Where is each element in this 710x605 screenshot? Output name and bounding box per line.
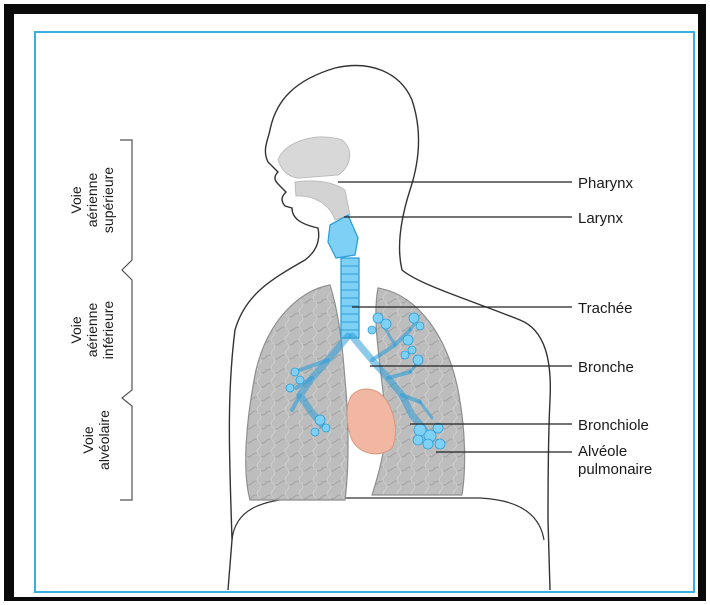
label-pharynx: Pharynx	[578, 175, 634, 192]
nasal-cavity	[278, 137, 350, 178]
section-superieure-line1: Voie	[68, 186, 84, 213]
section-superieure-line3: supérieure	[100, 167, 116, 233]
section-superieure: Voie aérienne supérieure	[68, 167, 116, 233]
section-inferieure-line3: inférieure	[100, 301, 116, 360]
larynx-shape	[328, 215, 358, 258]
section-inferieure-line2: aérienne	[84, 303, 100, 358]
label-bronchiole: Bronchiole	[578, 417, 649, 434]
section-superieure-line2: aérienne	[84, 173, 100, 228]
section-alveolaire: Voie alvéolaire	[80, 410, 112, 470]
label-alveole-line1: Alvéole	[578, 443, 627, 460]
right-lung	[246, 285, 348, 500]
section-alveolaire-line1: Voie	[80, 426, 96, 453]
section-inferieure-line1: Voie	[68, 316, 84, 343]
section-bracket	[120, 140, 132, 500]
label-alveole-line2: pulmonaire	[578, 461, 652, 478]
pharynx-shape	[295, 181, 350, 220]
trachea-shape	[341, 258, 359, 338]
label-trachee: Trachée	[578, 300, 632, 317]
section-inferieure: Voie aérienne inférieure	[68, 301, 116, 360]
label-larynx: Larynx	[578, 210, 624, 227]
label-bronche: Bronche	[578, 359, 634, 376]
waist-outline	[232, 498, 544, 540]
section-alveolaire-line2: alvéolaire	[96, 410, 112, 470]
